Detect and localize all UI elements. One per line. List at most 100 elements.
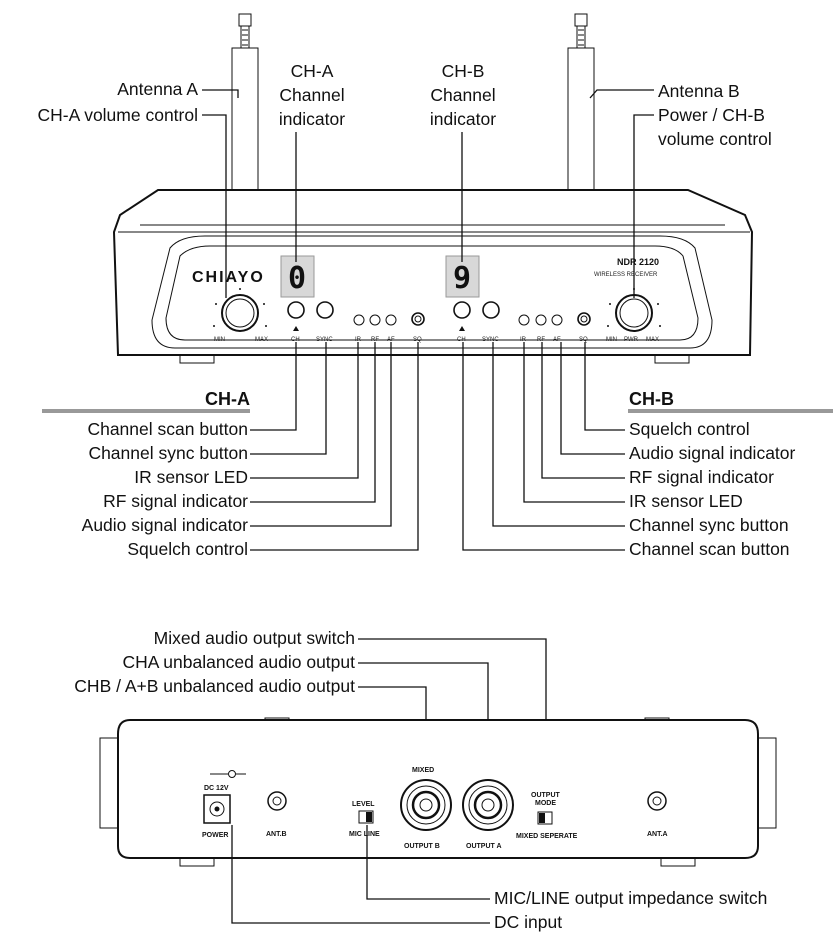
ch-b-ir-led [518, 314, 530, 326]
model-name: NDR 2120 [617, 257, 659, 267]
ant-a-label: ANT.A [647, 831, 668, 838]
ant-a-connector[interactable] [647, 791, 667, 811]
ch-a-volume-knob[interactable] [213, 288, 267, 332]
ch-b-ir-label: IR [520, 337, 527, 343]
mic-line-label: MIC LINE [349, 831, 380, 838]
front-view: CHIAYO NDR 2120 WIRELESS RECEIVER MIN MA… [38, 13, 833, 559]
ch-b-squelch-control[interactable] [577, 312, 591, 326]
label-a-ir-sensor-led: IR sensor LED [134, 467, 248, 487]
ch-b-sq-label: SQ [579, 337, 588, 343]
label-b-rf-signal-indicator: RF signal indicator [629, 467, 774, 487]
ch-a-header: CH-A [205, 389, 250, 409]
knob-a-min-label: MIN [214, 337, 225, 343]
label-dc-input: DC input [494, 912, 562, 932]
ch-b-af-label: AF [553, 337, 561, 343]
antenna-a [231, 13, 259, 194]
front-top-leaders [202, 89, 654, 298]
ch-a-channel-display: 0 [280, 255, 315, 298]
ch-b-ch-label: CH [457, 337, 466, 343]
dc-input-jack[interactable] [203, 794, 231, 824]
level-label: LEVEL [352, 801, 375, 808]
ch-b-header: CH-B [629, 389, 674, 409]
label-mixed-audio-output-switch: Mixed audio output switch [154, 628, 355, 648]
ch-a-sq-label: SQ [413, 337, 422, 343]
dc-12v-label: DC 12V [204, 785, 229, 792]
knob-b-min-label: MIN [606, 337, 617, 343]
output-mode-label-1: OUTPUT [531, 792, 561, 799]
front-chassis [112, 189, 754, 364]
rear-view: Mixed audio output switch CHA unbalanced… [74, 628, 777, 932]
label-ch-a-indicator-3: indicator [279, 109, 345, 129]
label-ch-a-indicator-1: CH-A [291, 61, 334, 81]
ch-a-ir-label: IR [355, 337, 362, 343]
ch-a-af-led [385, 314, 397, 326]
label-ch-b-indicator-3: indicator [430, 109, 496, 129]
ch-a-af-label: AF [387, 337, 395, 343]
ch-a-sync-label: SYNC [316, 337, 333, 343]
dc-polarity-icon [210, 770, 246, 778]
antenna-b [567, 13, 595, 194]
label-ch-a-volume: CH-A volume control [38, 105, 198, 125]
ch-a-scan-button[interactable] [287, 301, 305, 319]
knob-b-pwr-label: PWR [624, 337, 639, 343]
label-a-rf-signal-indicator: RF signal indicator [103, 491, 248, 511]
label-b-audio-signal-indicator: Audio signal indicator [629, 443, 796, 463]
knob-a-max-label: MAX [255, 337, 268, 343]
output-mode-switch[interactable] [537, 811, 553, 825]
ch-b-sync-label: SYNC [482, 337, 499, 343]
ant-b-connector[interactable] [267, 791, 287, 811]
ch-a-display-digit: 0 [288, 261, 306, 296]
ch-b-scan-arrow-icon [459, 326, 465, 331]
label-a-audio-signal-indicator: Audio signal indicator [82, 515, 249, 535]
label-a-channel-scan-button: Channel scan button [87, 419, 248, 439]
label-chb-unbalanced-output: CHB / A+B unbalanced audio output [74, 676, 355, 696]
model-subtitle: WIRELESS RECEIVER [594, 272, 658, 278]
mic-line-switch[interactable] [358, 810, 374, 824]
label-b-channel-sync-button: Channel sync button [629, 515, 789, 535]
output-b-label: OUTPUT B [404, 843, 440, 850]
ch-a-squelch-control[interactable] [411, 312, 425, 326]
label-ch-b-indicator-2: Channel [430, 85, 495, 105]
mixed-seperate-label: MIXED SEPERATE [516, 833, 578, 840]
ch-a-ir-led [353, 314, 365, 326]
ch-a-scan-arrow-icon [293, 326, 299, 331]
ch-a-rf-label: RF [371, 337, 379, 343]
ch-b-sync-button[interactable] [482, 301, 500, 319]
label-b-squelch-control: Squelch control [629, 419, 750, 439]
ch-b-rf-led [535, 314, 547, 326]
ch-b-rf-label: RF [537, 337, 545, 343]
output-mode-label-2: MODE [535, 800, 556, 807]
output-a-label: OUTPUT A [466, 843, 502, 850]
label-mic-line-switch: MIC/LINE output impedance switch [494, 888, 767, 908]
knob-b-max-label: MAX [646, 337, 659, 343]
output-b-jack[interactable] [400, 779, 452, 831]
label-power-ch-b-volume-2: volume control [658, 129, 772, 149]
label-ch-b-indicator-1: CH-B [442, 61, 485, 81]
label-b-ir-sensor-led: IR sensor LED [629, 491, 743, 511]
ch-a-bottom-leaders [250, 342, 419, 551]
ch-b-divider [628, 409, 833, 413]
label-power-ch-b-volume-1: Power / CH-B [658, 105, 765, 125]
label-cha-unbalanced-output: CHA unbalanced audio output [122, 652, 355, 672]
label-a-channel-sync-button: Channel sync button [88, 443, 248, 463]
ch-a-sync-button[interactable] [316, 301, 334, 319]
ch-a-rf-led [369, 314, 381, 326]
ch-b-bottom-leaders [462, 342, 625, 551]
power-label: POWER [202, 832, 228, 839]
output-a-jack[interactable] [462, 779, 514, 831]
label-b-channel-scan-button: Channel scan button [629, 539, 790, 559]
ch-a-divider [42, 409, 250, 413]
label-a-squelch-control: Squelch control [127, 539, 248, 559]
ch-b-channel-display: 9 [445, 255, 480, 298]
ant-b-label: ANT.B [266, 831, 287, 838]
label-ch-a-indicator-2: Channel [279, 85, 344, 105]
ch-b-af-led [551, 314, 563, 326]
rear-bottom-leaders [231, 825, 490, 924]
ch-b-scan-button[interactable] [453, 301, 471, 319]
label-antenna-a: Antenna A [117, 79, 198, 99]
brand-logo: CHIAYO [192, 269, 265, 286]
label-antenna-b: Antenna B [658, 81, 740, 101]
mixed-label: MIXED [412, 767, 434, 774]
ch-b-display-digit: 9 [453, 261, 471, 296]
